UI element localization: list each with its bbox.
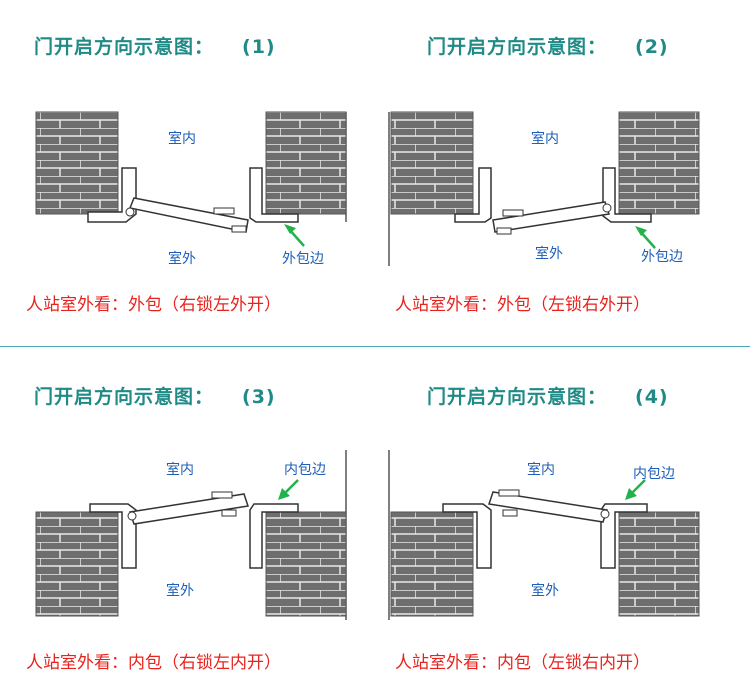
panel-title: 门开启方向示意图： (3)	[34, 382, 276, 409]
panel-title: 门开启方向示意图： (4)	[427, 382, 669, 409]
door-leaf	[492, 201, 610, 233]
panel-caption: 人站室外看：外包（左锁右外开）	[395, 295, 650, 315]
brick-wall-right	[265, 111, 347, 215]
door-frame-hinge	[89, 503, 137, 569]
panel-3: 门开启方向示意图： (3) 室内 室外 内包边 人站室外看：内包（右锁左内开）	[0, 350, 375, 700]
door-frame-hinge	[87, 167, 137, 223]
handle-icon	[211, 491, 233, 499]
handle-icon	[221, 509, 237, 517]
handle-icon	[502, 209, 524, 217]
panel-4: 门开启方向示意图： (4) 室内 室外 内包边 人站室外看：内包（左锁右内开）	[375, 350, 750, 700]
panel-title-text: 门开启方向示意图：	[427, 386, 608, 408]
brick-wall-left	[390, 511, 474, 617]
door-frame-lock	[442, 503, 492, 569]
door-diagram: 室内 室外 外包边	[388, 111, 700, 266]
flange-label: 外包边	[282, 251, 324, 267]
arrow-head-icon	[625, 488, 637, 500]
label-outdoor: 室外	[168, 250, 196, 267]
handle-icon	[496, 227, 512, 235]
panel-caption: 人站室外看：内包（左锁右内开）	[395, 653, 650, 673]
label-indoor: 室内	[527, 461, 555, 478]
brick-wall-left	[35, 511, 119, 617]
handle-icon	[231, 225, 247, 233]
panel-number: (2)	[635, 36, 669, 58]
brick-wall-left	[35, 111, 119, 215]
door-leaf	[488, 491, 608, 523]
flange-label: 内包边	[633, 466, 675, 482]
door-diagram: 室内 室外 外包边	[35, 111, 347, 267]
hinge-icon	[600, 509, 610, 519]
hinge-icon	[602, 203, 612, 213]
door-diagram: 室内 室外 内包边	[35, 450, 347, 620]
door-frame-lock	[249, 503, 299, 569]
panel-number: (4)	[635, 386, 669, 408]
brick-wall-right	[618, 511, 700, 617]
handle-icon	[502, 509, 518, 517]
panel-title-text: 门开启方向示意图：	[427, 36, 608, 58]
flange-label: 外包边	[641, 249, 683, 265]
panel-caption: 人站室外看：内包（右锁左内开）	[26, 653, 281, 673]
brick-wall-right	[618, 111, 700, 215]
door-leaf	[128, 197, 249, 233]
brick-wall-left	[390, 111, 474, 215]
panel-1: 门开启方向示意图： (1) 室内 室外 外包边 人站室外看：外包（右锁左外开）	[0, 0, 375, 350]
panel-title-text: 门开启方向示意图：	[34, 386, 215, 408]
label-outdoor: 室外	[166, 582, 194, 599]
label-outdoor: 室外	[535, 245, 563, 262]
hinge-icon	[127, 511, 137, 521]
door-frame-hinge	[602, 167, 652, 223]
panel-number: (1)	[242, 36, 276, 58]
panel-number: (3)	[242, 386, 276, 408]
label-outdoor: 室外	[531, 582, 559, 599]
panel-title-text: 门开启方向示意图：	[34, 36, 215, 58]
panel-title: 门开启方向示意图： (1)	[34, 32, 276, 59]
arrow-head-icon	[278, 488, 290, 500]
arrow-head-icon	[284, 224, 296, 234]
flange-label: 内包边	[284, 462, 326, 478]
brick-wall-right	[265, 511, 347, 617]
panel-caption: 人站室外看：外包（右锁左外开）	[26, 295, 281, 315]
arrow-head-icon	[635, 226, 647, 236]
label-indoor: 室内	[166, 461, 194, 478]
handle-icon	[498, 489, 520, 497]
label-indoor: 室内	[531, 130, 559, 147]
panel-title: 门开启方向示意图： (2)	[427, 32, 669, 59]
handle-icon	[213, 207, 235, 215]
door-frame-lock	[454, 167, 492, 223]
door-frame-lock	[249, 167, 299, 223]
label-indoor: 室内	[168, 130, 196, 147]
door-diagram: 室内 室外 内包边	[388, 450, 700, 620]
hinge-icon	[125, 207, 135, 217]
section-divider	[0, 346, 750, 347]
panel-2: 门开启方向示意图： (2) 室内 室外 外包边 人站室外看：外包（左锁右外开）	[375, 0, 750, 350]
